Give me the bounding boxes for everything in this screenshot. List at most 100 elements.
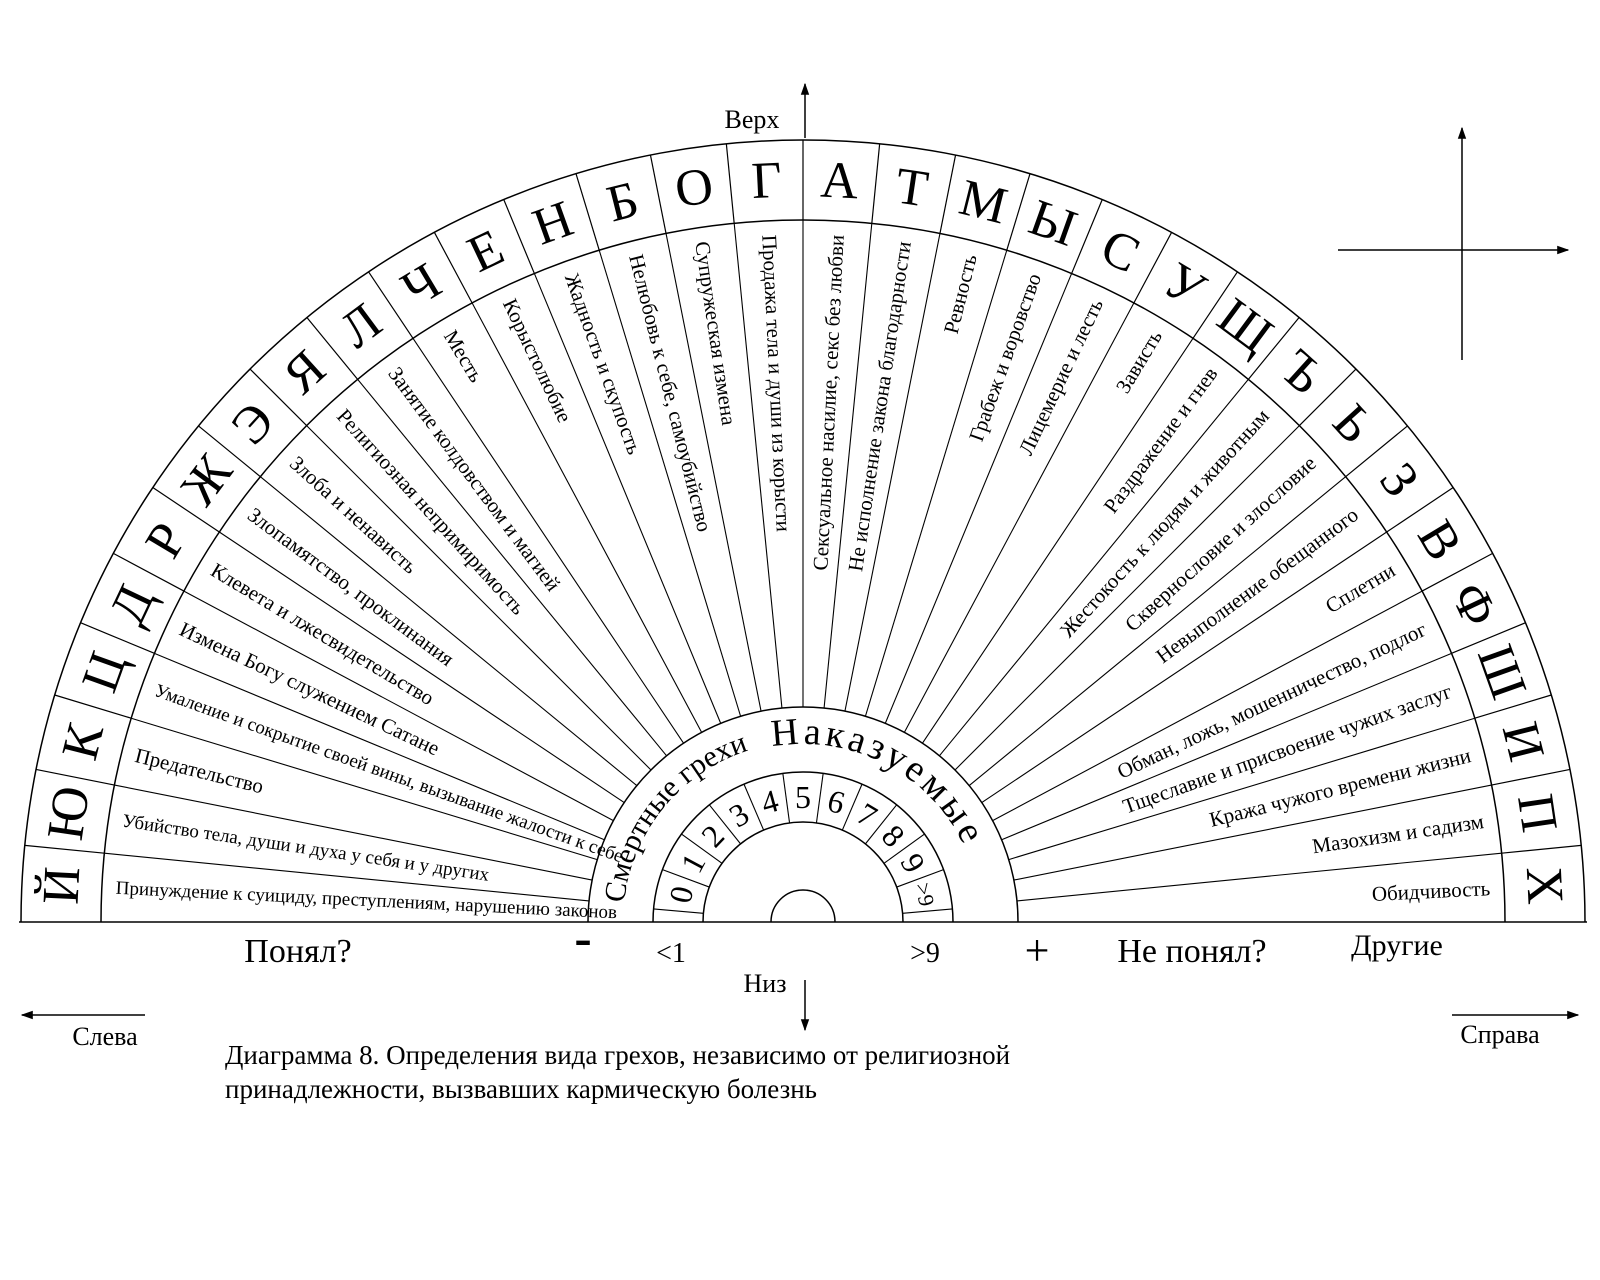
number-cell: 6 (824, 782, 849, 821)
number-divider (902, 908, 953, 914)
sin-spoke (183, 590, 614, 822)
sin-label: Убийство тела, души и духа у себя и у др… (121, 811, 491, 886)
letter-divider (249, 368, 308, 427)
letter-cell: Я (273, 339, 337, 405)
sin-label: Супружеская измена (690, 240, 741, 428)
label-left: Слева (72, 1022, 138, 1051)
sin-spoke (1008, 717, 1475, 861)
letter-cell: Ш (1466, 638, 1537, 707)
caption-line-2: принадлежности, вызвавших кармическую бо… (225, 1074, 817, 1104)
number-divider (883, 833, 925, 864)
letter-divider (1474, 694, 1552, 719)
letter-divider (575, 173, 600, 251)
letter-divider (113, 552, 185, 592)
letter-divider (433, 232, 473, 304)
sin-spoke (968, 476, 1347, 787)
sin-label: Зависть (1111, 326, 1167, 398)
letter-divider (725, 143, 735, 224)
letter-cell: У (1154, 252, 1215, 320)
letter-cell: Ъ (1269, 339, 1334, 406)
sin-spoke (921, 338, 1194, 744)
letter-cell: Ы (1022, 189, 1084, 258)
sin-label: Принуждение к суициду, преступлениям, на… (115, 878, 617, 924)
center-dot-arc (770, 889, 836, 923)
letter-cell: Р (135, 513, 199, 567)
letter-cell: С (1092, 218, 1148, 284)
letter-divider (1501, 844, 1582, 854)
letter-divider (1247, 317, 1300, 380)
sin-spoke (104, 852, 590, 902)
letter-cell: З (1368, 453, 1429, 508)
letter-divider (152, 487, 220, 533)
letter-cell: Е (459, 219, 512, 284)
sin-spoke (823, 223, 873, 709)
label-more-nine: >9 (910, 938, 940, 969)
number-divider (841, 783, 863, 831)
letter-divider (1006, 173, 1031, 251)
sin-label: Обидчивость (1371, 876, 1490, 906)
hub-arc (702, 821, 904, 923)
number-cell: 8 (875, 818, 912, 854)
sin-spoke (938, 378, 1249, 757)
letter-divider (368, 271, 414, 339)
number-divider (896, 869, 944, 888)
number-cell: 4 (757, 782, 782, 821)
bottom-labels: Понял? - <1 >9 + Не понял? Другие (244, 910, 1443, 975)
letter-cell: К (51, 718, 115, 766)
sin-label: Ревность (939, 252, 982, 336)
letter-divider (503, 199, 535, 274)
label-right: Справа (1460, 1020, 1540, 1049)
letter-cell: П (1506, 790, 1568, 836)
sin-spoke (903, 302, 1135, 733)
sin-spoke (259, 476, 638, 787)
letter-cell: Г (750, 152, 783, 210)
letter-divider (80, 622, 155, 654)
letter-cell: М (954, 169, 1013, 236)
letter-cell: Щ (1207, 288, 1283, 365)
number-cell: 5 (795, 779, 811, 815)
letter-cell: Т (892, 158, 932, 219)
letter-cell: И (1491, 717, 1555, 767)
letter-divider (198, 425, 261, 478)
sin-spoke (665, 233, 762, 712)
caption-line-1: Диаграмма 8. Определения вида грехов, не… (225, 1040, 1011, 1070)
letter-cell: Ю (37, 783, 101, 844)
sin-spoke (1013, 784, 1492, 881)
sin-spoke (981, 531, 1387, 804)
letter-cell: Ь (1322, 394, 1384, 454)
number-divider (681, 833, 723, 864)
direction-axes: Верх Низ Слева Справа (20, 82, 1580, 1051)
number-divider (865, 804, 898, 845)
label-top: Верх (725, 105, 780, 134)
number-cell: 0 (662, 883, 701, 907)
sin-spoke (733, 223, 783, 709)
inner-left-label: Смертные грехи (598, 726, 751, 905)
sin-spoke (131, 717, 598, 861)
letter-cell: Л (330, 293, 392, 360)
letter-divider (306, 317, 359, 380)
letter-divider (1071, 199, 1103, 274)
number-divider (743, 783, 765, 831)
letter-cell: Н (526, 190, 581, 256)
letter-divider (1386, 487, 1454, 533)
sin-label: Месть (439, 326, 489, 387)
letter-divider (1133, 232, 1173, 304)
letter-divider (1298, 368, 1357, 427)
crosshair (1338, 126, 1570, 360)
sin-spoke (114, 784, 593, 881)
letter-divider (24, 844, 105, 854)
sin-spoke (412, 338, 685, 744)
letter-divider (871, 143, 881, 224)
number-divider (708, 804, 741, 845)
label-plus: + (1025, 926, 1050, 975)
letter-cell: В (1406, 511, 1473, 570)
number-divider (815, 773, 824, 823)
sin-spoke (1001, 652, 1452, 841)
sin-spoke (884, 273, 1073, 724)
label-bottom: Низ (744, 969, 787, 998)
letter-divider (1192, 271, 1238, 339)
label-less-one: <1 (656, 938, 686, 969)
label-not-understood: Не понял? (1117, 933, 1266, 970)
letter-divider (1345, 425, 1408, 478)
sin-spoke (598, 250, 742, 717)
